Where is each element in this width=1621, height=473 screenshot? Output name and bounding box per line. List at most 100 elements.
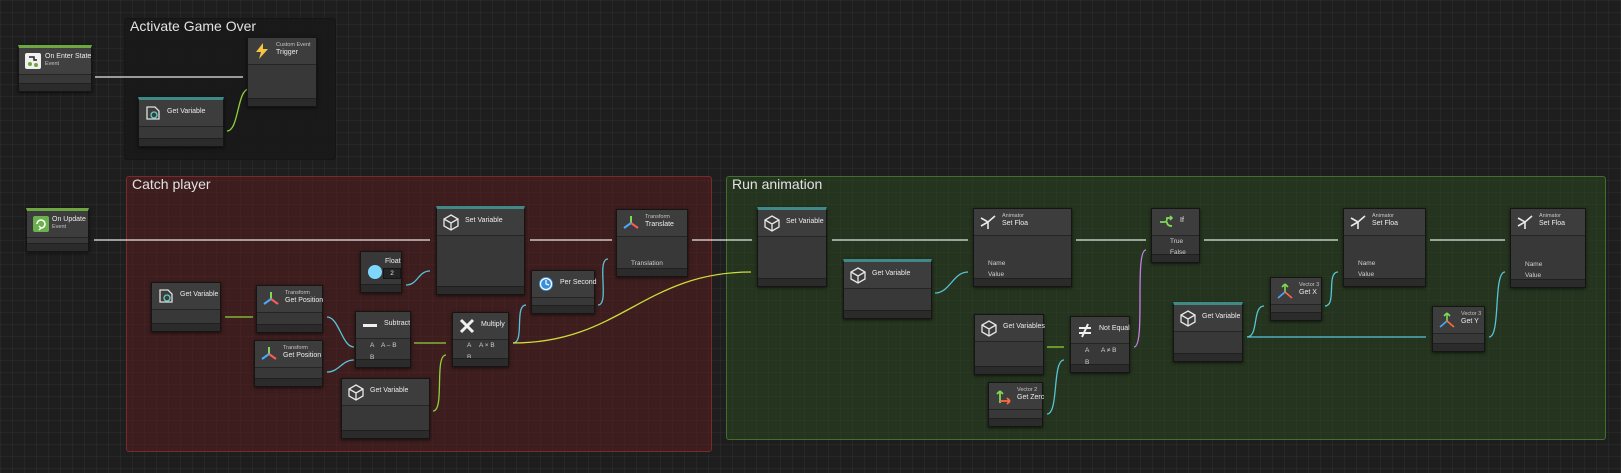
node-title: Get Variable bbox=[370, 387, 409, 394]
port-label: A bbox=[1085, 347, 1090, 354]
minus-icon bbox=[363, 324, 377, 327]
animator-icon bbox=[980, 215, 996, 229]
node-subtract[interactable]: Subtract A A – B B bbox=[355, 311, 411, 368]
node-subtitle: Animator bbox=[1539, 213, 1562, 219]
port-label: Value bbox=[1358, 271, 1375, 278]
group-title: Activate Game Over bbox=[130, 18, 257, 34]
clock-icon bbox=[539, 277, 553, 291]
event-update-icon bbox=[33, 216, 49, 232]
group-title: Run animation bbox=[732, 176, 823, 192]
node-transform-get-position[interactable]: Transform Get Position bbox=[254, 340, 323, 387]
vector-icon bbox=[996, 390, 1011, 405]
node-subtitle: Vector 3 bbox=[1299, 282, 1320, 288]
node-animator-set-float[interactable]: Animator Set Floa Name Value bbox=[973, 208, 1072, 287]
node-animator-set-float[interactable]: Animator Set Floa Name Value bbox=[1343, 208, 1426, 287]
float-value-field[interactable]: 2 bbox=[383, 268, 401, 279]
node-title: Multiply bbox=[481, 321, 505, 328]
node-get-variable[interactable]: Get Variable bbox=[151, 282, 221, 332]
port-label: Value bbox=[988, 271, 1005, 278]
node-title: Set Floa bbox=[1372, 220, 1399, 227]
node-on-enter-state[interactable]: On Enter State Event bbox=[18, 45, 92, 92]
node-set-variable[interactable]: Set Variable bbox=[436, 206, 525, 295]
node-animator-set-float[interactable]: Animator Set Floa Name Value bbox=[1510, 208, 1586, 288]
node-title: Per Second bbox=[560, 279, 597, 286]
transform-icon bbox=[263, 292, 279, 305]
node-subtitle: Custom Event bbox=[276, 42, 311, 48]
multiply-icon bbox=[459, 318, 475, 334]
node-subtitle: Transform bbox=[645, 214, 670, 220]
node-float[interactable]: Float 2 bbox=[360, 251, 402, 293]
port-label: Name bbox=[1358, 260, 1376, 267]
node-get-variable[interactable]: Get Variable bbox=[341, 378, 430, 439]
node-title: Set Floa bbox=[1539, 220, 1566, 227]
node-set-variable[interactable]: Set Variable bbox=[757, 207, 827, 287]
node-if[interactable]: If True False bbox=[1151, 208, 1200, 263]
node-title: Subtract bbox=[384, 320, 411, 327]
node-title: Get X bbox=[1299, 289, 1317, 296]
node-on-update[interactable]: On Update Event bbox=[26, 208, 89, 252]
node-get-variables[interactable]: Get Variables bbox=[974, 314, 1045, 375]
port-label: A ≠ B bbox=[1101, 347, 1117, 354]
node-title: On Update bbox=[52, 216, 86, 223]
port-label: B bbox=[467, 354, 471, 361]
not-equal-icon bbox=[1079, 323, 1091, 338]
node-title: If bbox=[1180, 217, 1184, 224]
node-not-equal[interactable]: Not Equal A A ≠ B B bbox=[1070, 316, 1130, 373]
node-custom-event-trigger[interactable]: Custom Event Trigger bbox=[247, 37, 317, 107]
port-label: A bbox=[467, 342, 472, 349]
node-per-second[interactable]: Per Second bbox=[531, 270, 597, 314]
port-label: Value bbox=[1525, 272, 1542, 279]
cube-icon bbox=[764, 215, 780, 232]
animator-icon bbox=[1350, 215, 1366, 229]
cube-icon bbox=[1180, 310, 1196, 327]
node-title: Get Zerc bbox=[1017, 394, 1045, 401]
port-label: A bbox=[370, 342, 375, 349]
node-title: Get Y bbox=[1461, 318, 1479, 325]
port-label: True bbox=[1170, 238, 1184, 245]
vector-icon bbox=[1439, 312, 1455, 328]
transform-icon bbox=[261, 347, 277, 360]
node-title: Get Position bbox=[283, 352, 322, 359]
node-vector2-get-zero[interactable]: Vector 2 Get Zerc bbox=[988, 382, 1045, 427]
node-title: Trigger bbox=[276, 49, 298, 56]
node-get-variable[interactable]: Get Variable bbox=[843, 259, 932, 319]
port-label: A – B bbox=[381, 342, 397, 349]
group-title: Catch player bbox=[132, 176, 211, 192]
cube-icon bbox=[443, 214, 459, 231]
node-transform-translate[interactable]: Transform Translate Translation bbox=[616, 209, 688, 277]
vector-icon bbox=[1277, 283, 1293, 299]
node-title: Float bbox=[385, 258, 401, 265]
transform-icon bbox=[623, 216, 639, 229]
node-subtitle: Animator bbox=[1002, 213, 1025, 219]
node-subtitle: Event bbox=[52, 224, 67, 230]
object-variable-icon bbox=[159, 289, 173, 303]
node-title: On Enter State bbox=[45, 53, 92, 60]
node-title: Not Equal bbox=[1099, 325, 1130, 332]
node-title: Set Variable bbox=[465, 217, 503, 224]
node-get-variable[interactable]: Get Variable bbox=[1173, 302, 1243, 362]
node-title: Get Variable bbox=[1202, 313, 1241, 320]
object-variable-icon bbox=[146, 106, 160, 120]
node-title: Get Variable bbox=[180, 291, 219, 298]
port-label: B bbox=[370, 354, 375, 361]
node-subtitle: Vector 3 bbox=[1461, 311, 1482, 317]
node-title: Get Variable bbox=[872, 270, 911, 277]
node-get-variable[interactable]: Get Variable bbox=[138, 97, 224, 147]
node-subtitle: Vector 2 bbox=[1017, 387, 1038, 393]
node-subtitle: Transform bbox=[283, 345, 308, 351]
branch-icon bbox=[1160, 215, 1174, 227]
node-transform-get-position[interactable]: Transform Get Position bbox=[256, 285, 323, 333]
node-multiply[interactable]: Multiply A A × B B bbox=[452, 312, 509, 367]
cube-icon bbox=[981, 320, 997, 337]
node-title: Get Variables bbox=[1003, 323, 1045, 330]
lightning-icon bbox=[256, 43, 268, 59]
node-vector3-get-x[interactable]: Vector 3 Get X bbox=[1270, 277, 1322, 321]
port-label: B bbox=[1085, 359, 1090, 366]
node-subtitle: Animator bbox=[1372, 213, 1395, 219]
port-label: Translation bbox=[631, 260, 663, 267]
node-vector3-get-y[interactable]: Vector 3 Get Y bbox=[1432, 306, 1485, 352]
port-label: A × B bbox=[479, 342, 495, 349]
node-title: Set Floa bbox=[1002, 220, 1029, 227]
animator-icon bbox=[1517, 215, 1533, 229]
node-title: Translate bbox=[645, 221, 674, 228]
